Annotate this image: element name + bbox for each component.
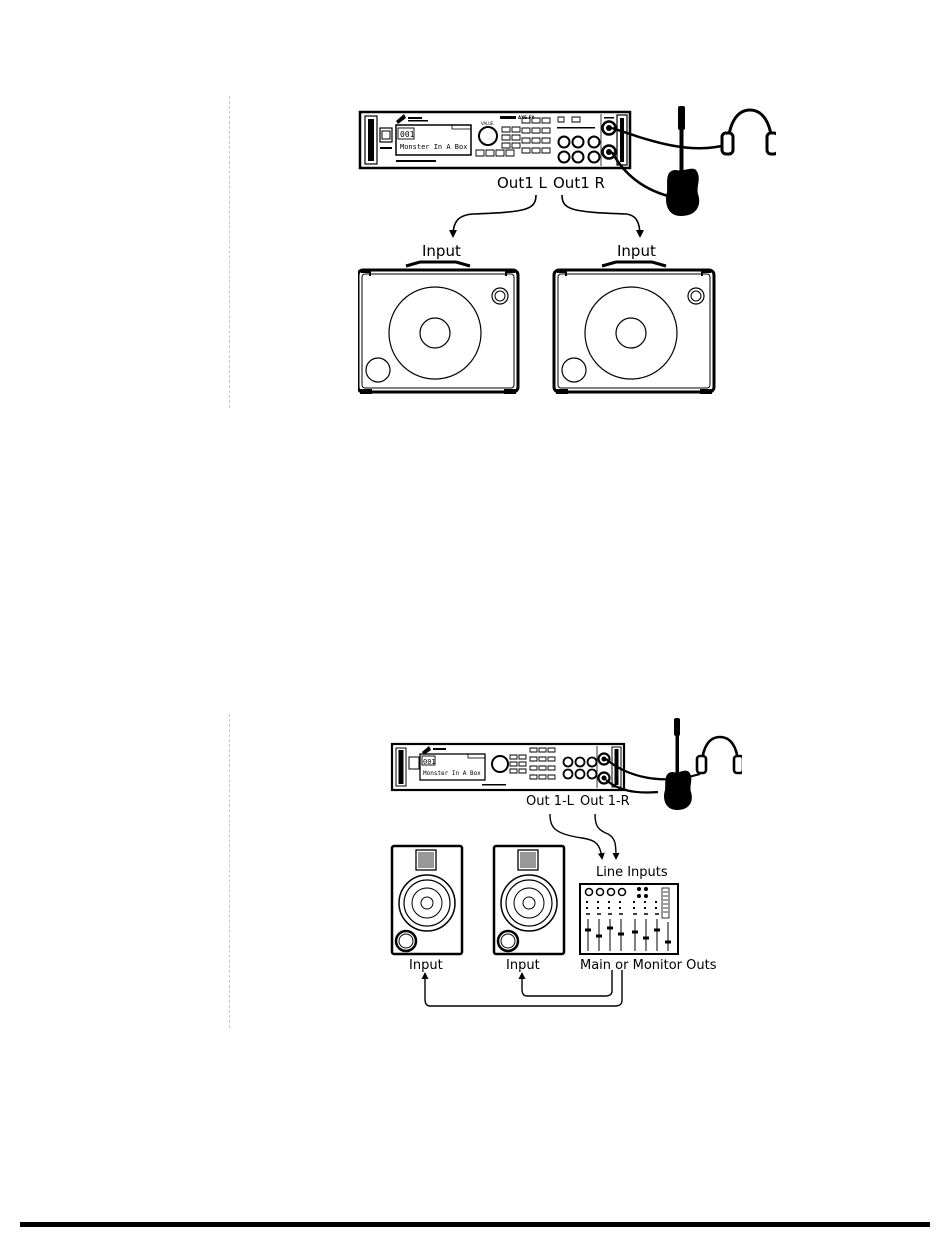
output-left-label-2: Out 1-L (526, 794, 574, 809)
axe-fx-rack-unit: VALUE AXE-FX (360, 112, 630, 168)
amp-left-input-label: Input (422, 242, 461, 260)
studio-monitor-right (494, 846, 564, 954)
headphones-icon (722, 110, 776, 154)
preset-number-2: 001 (423, 758, 436, 766)
stereo-amp-diagram: VALUE AXE-FX (358, 100, 776, 396)
monitor-left-input-label: Input (409, 958, 443, 973)
guitar-amp-right (554, 262, 714, 394)
margin-rule-bottom (229, 714, 230, 1028)
mixer-line-inputs-label: Line Inputs (596, 865, 668, 880)
axe-fx-rack-unit-2 (392, 744, 624, 790)
guitar-icon-2 (664, 718, 692, 810)
monitor-return-cables (425, 970, 622, 1006)
studio-monitor-diagram: 001 Monster In A Box Out 1-L Out 1-R Lin… (390, 716, 742, 1010)
svg-text:VALUE: VALUE (481, 121, 494, 126)
output-right-label-2: Out 1-R (580, 794, 630, 809)
preset-number: 001 (400, 130, 414, 139)
guitar-icon (666, 106, 699, 216)
mixer-main-outs-label: Main or Monitor Outs (580, 958, 717, 973)
amp-right-input-label: Input (617, 242, 656, 260)
output-left-label: Out1 L (497, 174, 547, 192)
preset-name-2: Monster In A Box (423, 770, 481, 777)
monitor-right-input-label: Input (506, 958, 540, 973)
preset-name: Monster In A Box (400, 143, 467, 151)
mixer-icon (580, 884, 678, 954)
output-right-label: Out1 R (553, 174, 605, 192)
headphones-icon-2 (697, 737, 742, 773)
guitar-amp-left (358, 262, 518, 394)
studio-monitor-left (392, 846, 462, 954)
page-footer-rule (20, 1222, 930, 1227)
output-cables (453, 195, 640, 236)
margin-rule-top (229, 96, 230, 408)
